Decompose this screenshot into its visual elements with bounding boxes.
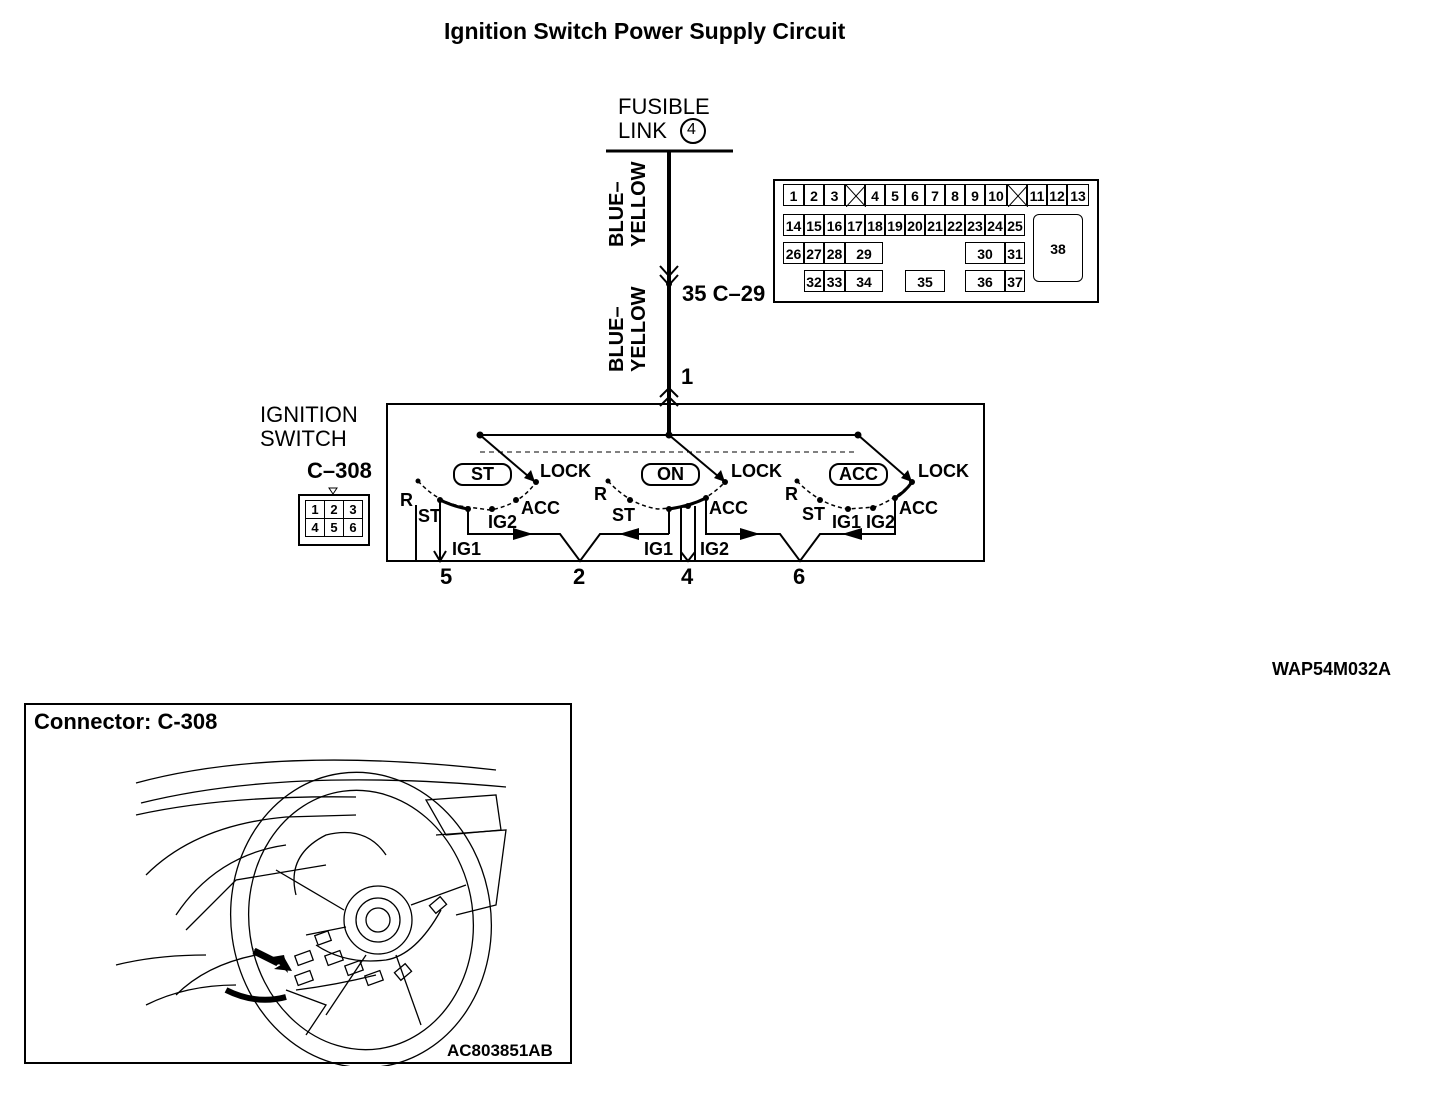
connector-c29-face (773, 179, 1099, 303)
c29-pin: 9 (965, 184, 985, 206)
terminal-5: 5 (440, 564, 453, 589)
diagram-title: Ignition Switch Power Supply Circuit (444, 18, 846, 44)
c308-pin: 4 (305, 518, 325, 537)
c29-pin: 14 (783, 214, 804, 236)
c29-blank-cell (1007, 184, 1029, 208)
c29-pin: 25 (1005, 214, 1025, 236)
connector-c308-label: C–308 (307, 458, 372, 483)
terminal-6: 6 (793, 564, 806, 589)
c29-pin: 13 (1067, 184, 1089, 206)
c29-pin: 27 (804, 242, 824, 264)
c29-pin: 35 (905, 270, 945, 292)
fusible-link-label: FUSIBLE (618, 94, 710, 119)
contact-ig1: IG1 (832, 512, 862, 532)
steering-wheel-illustration (115, 759, 507, 1066)
contact-ig1: IG1 (452, 539, 482, 559)
wire-color-upper: BLUE– YELLOW (606, 161, 650, 247)
c29-pin: 21 (925, 214, 945, 236)
c29-pin: 17 (845, 214, 865, 236)
contact-ig2: IG2 (866, 512, 896, 532)
c308-pin: 1 (305, 500, 325, 519)
contact-lock: LOCK (731, 461, 782, 481)
terminal-2: 2 (573, 564, 586, 589)
contact-acc: ACC (521, 498, 560, 518)
c29-pin: 32 (804, 270, 824, 292)
contact-r: R (594, 484, 607, 504)
contact-ig1: IG1 (644, 539, 674, 559)
photo-code: AC803851AB (447, 1041, 553, 1060)
c308-pin: 2 (324, 500, 344, 519)
c29-pin: 19 (885, 214, 905, 236)
contact-st: ST (612, 505, 636, 525)
contact-lock: LOCK (918, 461, 969, 481)
c29-pin: 15 (804, 214, 824, 236)
fusible-link-number: 4 (687, 121, 696, 138)
photo-title: Connector: C-308 (34, 709, 218, 734)
contact-acc: ACC (899, 498, 938, 518)
terminal-1-label: 1 (681, 364, 694, 389)
connector-location-photo (24, 703, 572, 1066)
c29-pin: 28 (824, 242, 845, 264)
c29-pin: 30 (965, 242, 1005, 264)
c29-pin: 34 (845, 270, 883, 292)
contact-ig2: IG2 (700, 539, 730, 559)
contact-lock: LOCK (540, 461, 591, 481)
figure-code: WAP54M032A (1272, 659, 1392, 679)
contact-ig2: IG2 (488, 512, 518, 532)
c29-pin: 37 (1005, 270, 1025, 292)
state-st: ST (453, 463, 512, 486)
ignition-switch-label-2: SWITCH (260, 426, 347, 451)
c29-pin: 10 (985, 184, 1007, 206)
c29-blank-cell (845, 184, 867, 208)
c29-pin: 8 (945, 184, 965, 206)
contact-st: ST (802, 504, 826, 524)
c29-pin: 1 (783, 184, 804, 206)
state-acc: ACC (829, 463, 888, 486)
c29-pin: 22 (945, 214, 965, 236)
c29-pin: 36 (965, 270, 1005, 292)
c29-pin: 12 (1047, 184, 1067, 206)
c29-pin: 2 (804, 184, 824, 206)
ignition-switch-label: IGNITION (260, 402, 358, 427)
c308-pin: 6 (343, 518, 363, 537)
c29-pin: 23 (965, 214, 985, 236)
c29-pin: 24 (985, 214, 1005, 236)
terminal-4: 4 (681, 564, 694, 589)
junction-label: 35 C–29 (682, 281, 766, 306)
contact-r: R (785, 484, 798, 504)
c308-pin: 3 (343, 500, 363, 519)
c29-pin: 33 (824, 270, 845, 292)
fusible-link-label-2: LINK (618, 118, 667, 143)
c29-pin: 3 (824, 184, 845, 206)
c29-pin: 4 (865, 184, 885, 206)
c29-pin: 16 (824, 214, 845, 236)
c29-pin: 11 (1027, 184, 1047, 206)
c29-pin: 5 (885, 184, 905, 206)
c29-pin: 18 (865, 214, 885, 236)
c29-pin: 6 (905, 184, 925, 206)
contact-st: ST (418, 506, 442, 526)
c29-pin: 29 (845, 242, 883, 264)
contact-acc: ACC (709, 498, 748, 518)
state-on: ON (641, 463, 700, 486)
c29-pin: 20 (905, 214, 925, 236)
c308-pin: 5 (324, 518, 344, 537)
c29-pin: 31 (1005, 242, 1025, 264)
wire-color-lower: BLUE– YELLOW (606, 286, 650, 372)
c29-pin: 38 (1033, 214, 1083, 282)
c29-pin: 7 (925, 184, 945, 206)
contact-r: R (400, 490, 413, 510)
c29-pin: 26 (783, 242, 804, 264)
